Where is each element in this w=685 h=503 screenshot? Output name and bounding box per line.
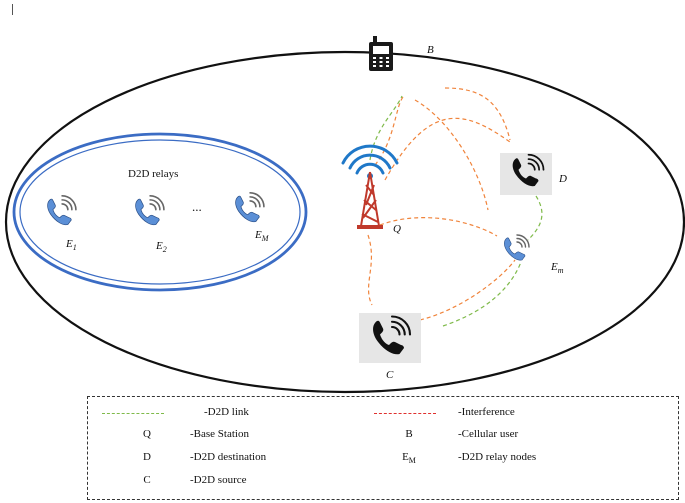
interference-link-B-D <box>444 87 511 141</box>
source-phone-icon <box>359 313 421 363</box>
mobile-phone-icon <box>369 36 393 71</box>
relay-E2-phone-icon <box>134 195 165 226</box>
relay-E1-phone-icon <box>46 195 77 226</box>
legend-d2d-link-swatch <box>102 413 164 414</box>
relay-group-title: D2D relays <box>128 168 179 180</box>
interference-link-C-Q <box>367 234 373 306</box>
corner-tick-mark <box>12 4 13 15</box>
legend-box: -D2D link -Interference Q -Base Station … <box>87 396 679 500</box>
label-E2: E2 <box>156 240 167 255</box>
cell-boundary <box>5 50 685 394</box>
legend-relay-symbol: EM <box>402 451 416 466</box>
label-Em: Em <box>551 261 564 276</box>
radio-tower-icon <box>341 144 399 229</box>
d2d-link-Q-B <box>369 95 403 161</box>
legend-source-symbol: C <box>143 474 151 486</box>
legend-destination-symbol: D <box>143 451 151 463</box>
relay-ellipsis: ... <box>192 199 202 214</box>
legend-cellular-user-label: -Cellular user <box>458 428 519 440</box>
label-Q: Q <box>393 223 401 235</box>
legend-interference-swatch <box>374 413 436 414</box>
label-C: C <box>386 369 394 381</box>
legend-interference-label: -Interference <box>458 406 515 418</box>
interference-link-Q-Em <box>379 217 498 237</box>
legend-source-label: -D2D source <box>190 474 247 486</box>
legend-d2d-link-label: -D2D link <box>204 406 249 418</box>
interference-link-Q-D <box>384 117 511 181</box>
relay-EM-phone-icon <box>234 192 265 223</box>
label-D: D <box>559 173 567 185</box>
legend-relay-nodes-label: -D2D relay nodes <box>458 451 537 463</box>
label-E1: E1 <box>66 238 77 253</box>
legend-destination-label: -D2D destination <box>190 451 267 463</box>
destination-phone-icon <box>500 153 552 195</box>
relay-group-boundary <box>12 132 308 292</box>
label-B: B <box>427 44 434 56</box>
relay-group-inner-boundary <box>19 139 301 285</box>
legend-base-station-symbol: Q <box>143 428 151 440</box>
d2d-link-D-Em <box>527 195 543 241</box>
label-EM: EM <box>255 229 269 244</box>
interference-link-C-Em <box>419 259 516 321</box>
legend-cellular-user-symbol: B <box>405 428 413 440</box>
interference-link-B-Em <box>414 99 489 211</box>
d2d-link-Em-C <box>442 261 522 327</box>
legend-base-station-label: -Base Station <box>190 428 249 440</box>
relay-Em-phone-icon <box>503 234 530 261</box>
